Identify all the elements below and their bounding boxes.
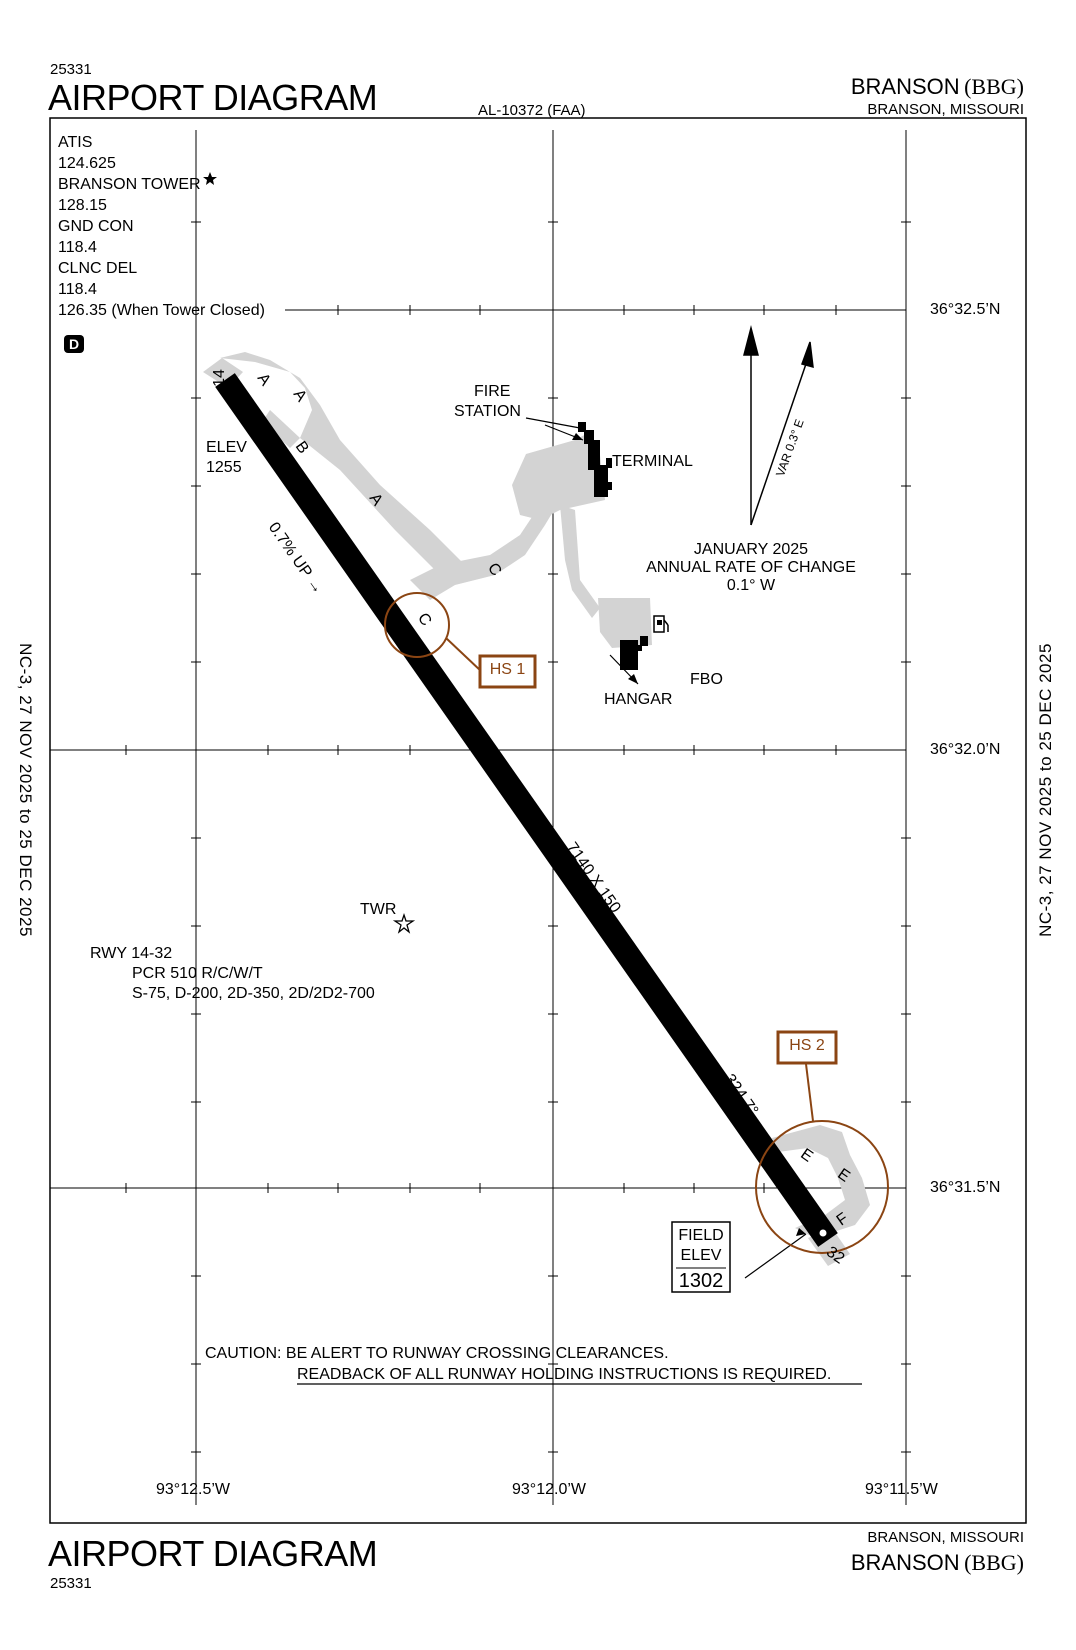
terminal-label: TERMINAL	[612, 453, 693, 470]
rate-line-3: 0.1° W	[726, 577, 776, 594]
north-arrow	[743, 325, 814, 526]
lon-label-1: 93°12.5’W	[156, 1481, 230, 1498]
freq-line: 126.35 (When Tower Closed)	[58, 302, 265, 319]
rwy-info-line3: S-75, D-200, 2D-350, 2D/2D2-700	[132, 985, 375, 1002]
proc-number-bottom: 25331	[50, 1575, 92, 1592]
runway-end-14: 14	[210, 369, 228, 387]
hotspot-2-box	[776, 1030, 838, 1065]
freq-line: 118.4	[58, 239, 97, 256]
taxiway-a	[220, 352, 470, 575]
taxiway-a-loop-hole	[258, 380, 292, 412]
hangar-label: HANGAR	[604, 691, 673, 708]
lon-label-2: 93°12.0’W	[512, 1481, 586, 1498]
fire-station-label-2: STATION	[454, 403, 521, 420]
field-elev-point	[819, 1229, 827, 1237]
hotspot-2-circle	[755, 1120, 889, 1254]
diagram-frame	[49, 117, 1027, 1524]
runway-elev-label: ELEV	[206, 439, 247, 456]
hotspots	[384, 592, 889, 1254]
city-state-bottom: BRANSON, MISSOURI	[867, 1529, 1024, 1546]
chart-id: AL-10372 (FAA)	[478, 102, 586, 119]
page-title-bottom: AIRPORT DIAGRAM	[48, 1533, 378, 1574]
rwy-info-line2: PCR 510 R/C/W/T	[132, 965, 263, 982]
airport-name-footer: BRANSON	[850, 1550, 960, 1575]
paved-areas	[203, 352, 870, 1266]
main-apron	[512, 432, 605, 520]
lat-label-1: 36°32.5’N	[930, 301, 1001, 318]
freq-line: ATIS	[58, 134, 93, 151]
hangar-building	[620, 640, 638, 670]
freq-line: GND CON	[58, 218, 134, 235]
tower-label: TWR	[360, 901, 397, 918]
fbo-ramp	[598, 598, 652, 648]
proc-number-top: 25331	[50, 61, 92, 78]
fbo-buildings	[620, 636, 648, 670]
freq-line: 118.4	[58, 281, 97, 298]
fuel-icon	[653, 615, 669, 633]
hotspot-1-label: HS 1	[489, 661, 526, 678]
airport-name-top: BRANSON (BBG)	[851, 76, 1024, 99]
fbo-building	[640, 636, 648, 646]
airport-code: (BBG)	[964, 74, 1024, 99]
d-badge	[64, 335, 84, 353]
tower-icon	[392, 912, 416, 934]
taxiway-b	[262, 410, 300, 448]
taxiway-e-f	[772, 1125, 870, 1238]
rate-line-2: ANNUAL RATE OF CHANGE	[646, 559, 856, 576]
d-badge-text: D	[68, 336, 80, 352]
lat-label-3: 36°31.5’N	[930, 1179, 1001, 1196]
runway-elev-14: 1255	[206, 459, 242, 476]
hotspot-2-label: HS 2	[789, 1037, 825, 1054]
hotspot-1-box	[478, 654, 537, 689]
frequency-block: ATIS 124.625 BRANSON TOWER 128.15 GND CO…	[58, 132, 265, 321]
airport-name: BRANSON	[850, 74, 960, 99]
fire-station-label-1: FIRE	[474, 383, 511, 400]
caution-line2: READBACK OF ALL RUNWAY HOLDING INSTRUCTI…	[297, 1366, 832, 1383]
fbo-label: FBO	[690, 671, 723, 688]
lat-label-2: 36°32.0’N	[930, 741, 1001, 758]
field-elev-box	[671, 1221, 731, 1293]
field-elev-line2: ELEV	[680, 1247, 722, 1264]
fbo-connector	[560, 505, 600, 618]
field-elev-value: 1302	[678, 1270, 724, 1292]
field-elev-line1: FIELD	[678, 1227, 724, 1244]
tower-star-icon	[203, 172, 217, 185]
hotspot-1-circle	[384, 592, 450, 658]
freq-line: 128.15	[58, 197, 107, 214]
caution-line1: CAUTION: BE ALERT TO RUNWAY CROSSING CLE…	[205, 1345, 669, 1362]
freq-line: 124.625	[58, 155, 116, 172]
rwy-info-line1: RWY 14-32	[90, 945, 173, 962]
rate-line-1: JANUARY 2025	[693, 541, 809, 558]
page-title-top: AIRPORT DIAGRAM	[48, 77, 378, 118]
terminal-buildings	[578, 422, 612, 497]
city-state-top: BRANSON, MISSOURI	[867, 101, 1024, 118]
taxiway-c	[410, 485, 560, 600]
airport-code-footer: (BBG)	[964, 1550, 1024, 1575]
airport-name-bottom: BRANSON (BBG)	[851, 1552, 1024, 1575]
freq-line: BRANSON TOWER	[58, 176, 201, 193]
fire-station	[578, 422, 586, 432]
graticule	[50, 130, 907, 1505]
runway-14-32	[215, 373, 838, 1247]
freq-line: CLNC DEL	[58, 260, 138, 277]
lon-label-3: 93°11.5’W	[865, 1481, 938, 1498]
